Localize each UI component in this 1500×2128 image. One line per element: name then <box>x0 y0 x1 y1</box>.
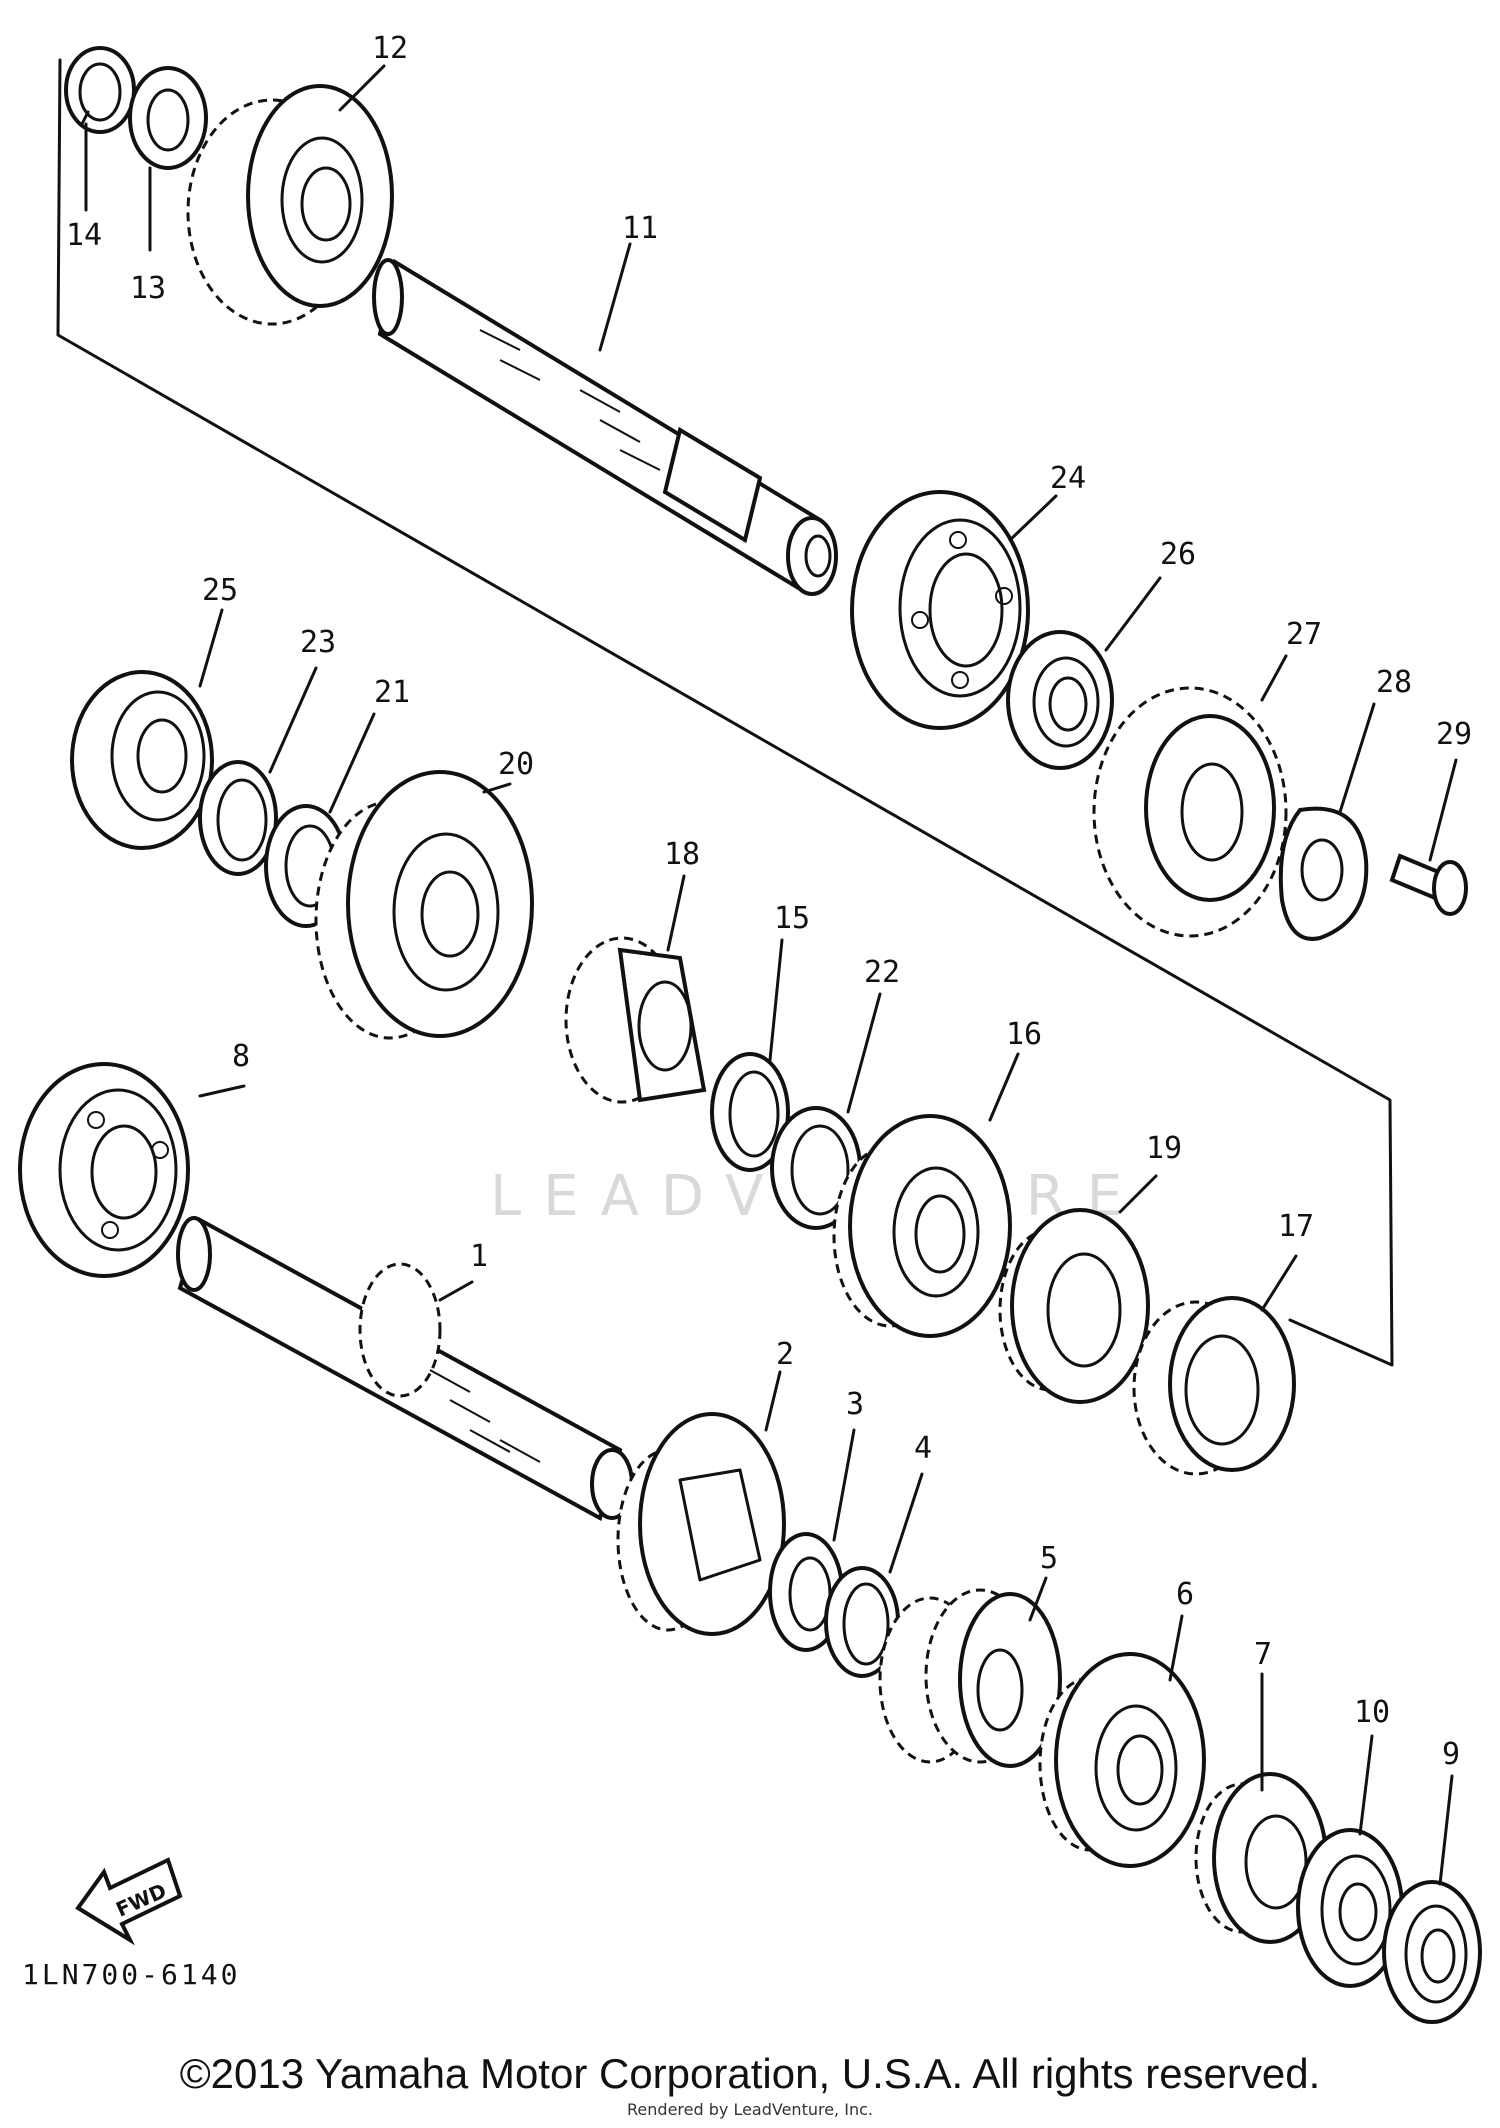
label-part-1: 1 <box>470 1239 488 1274</box>
part-24-bearing[interactable] <box>850 490 1030 730</box>
label-part-22: 22 <box>864 955 900 990</box>
label-part-12: 12 <box>372 31 408 66</box>
label-part-6: 6 <box>1176 1577 1194 1612</box>
part-19-gear[interactable] <box>998 1208 1150 1404</box>
part-15-circlip[interactable] <box>710 1052 790 1172</box>
part-5-gear[interactable] <box>878 1588 1062 1768</box>
part-labels: 14 13 12 11 24 26 27 28 29 25 23 21 20 1… <box>66 31 1472 1772</box>
part-23-circlip[interactable] <box>198 760 278 876</box>
part-12-gear[interactable] <box>186 84 394 326</box>
part-1-drive-axle[interactable] <box>176 1216 634 1521</box>
label-part-4: 4 <box>914 1431 932 1466</box>
part-14-circlip[interactable] <box>64 46 136 134</box>
diagram-code: 1LN700-6140 <box>22 1958 241 1991</box>
label-part-29: 29 <box>1436 717 1472 752</box>
label-part-24: 24 <box>1050 461 1086 496</box>
part-6-gear[interactable] <box>1038 1652 1206 1868</box>
label-part-20: 20 <box>498 747 534 782</box>
assembly-frame <box>56 58 1394 1367</box>
leader-lines <box>84 64 1458 1886</box>
label-part-3: 3 <box>846 1387 864 1422</box>
part-28-lock-washer[interactable] <box>1278 806 1369 941</box>
label-part-2: 2 <box>776 1337 794 1372</box>
label-part-19: 19 <box>1146 1131 1182 1166</box>
label-part-18: 18 <box>664 837 700 872</box>
label-part-16: 16 <box>1006 1017 1042 1052</box>
part-11-main-axle[interactable] <box>372 258 838 596</box>
label-part-17: 17 <box>1278 1209 1314 1244</box>
part-26-oil-seal[interactable] <box>1006 630 1114 770</box>
label-part-21: 21 <box>374 675 410 710</box>
rendered-by-credit: Rendered by LeadVenture, Inc. <box>627 2100 873 2119</box>
label-part-25: 25 <box>202 573 238 608</box>
label-part-26: 26 <box>1160 537 1196 572</box>
part-7-gear[interactable] <box>1194 1772 1328 1944</box>
label-part-13: 13 <box>130 271 166 306</box>
label-part-11: 11 <box>622 211 658 246</box>
label-part-8: 8 <box>232 1039 250 1074</box>
part-20-gear[interactable] <box>314 770 534 1040</box>
part-9-oil-seal[interactable] <box>1382 1880 1482 2024</box>
part-29-bolt[interactable] <box>1389 853 1468 916</box>
part-25-bearing[interactable] <box>70 670 214 850</box>
part-27-drive-sprocket[interactable] <box>1092 686 1288 938</box>
label-part-27: 27 <box>1286 617 1322 652</box>
part-17-gear[interactable] <box>1132 1296 1296 1476</box>
label-part-7: 7 <box>1254 1637 1272 1672</box>
label-part-23: 23 <box>300 625 336 660</box>
part-13-washer[interactable] <box>128 66 208 170</box>
label-part-14: 14 <box>66 218 102 253</box>
label-part-28: 28 <box>1376 665 1412 700</box>
part-16-gear[interactable] <box>832 1114 1012 1338</box>
copyright-notice: ©2013 Yamaha Motor Corporation, U.S.A. A… <box>179 2050 1321 2097</box>
label-part-10: 10 <box>1354 1695 1390 1730</box>
label-part-15: 15 <box>774 901 810 936</box>
part-18-gear[interactable] <box>564 936 707 1104</box>
label-part-9: 9 <box>1442 1737 1460 1772</box>
part-2-gear[interactable] <box>616 1412 786 1636</box>
fwd-arrow-icon: FWD <box>75 1857 183 1946</box>
part-8-bearing[interactable] <box>18 1062 190 1278</box>
label-part-5: 5 <box>1040 1541 1058 1576</box>
